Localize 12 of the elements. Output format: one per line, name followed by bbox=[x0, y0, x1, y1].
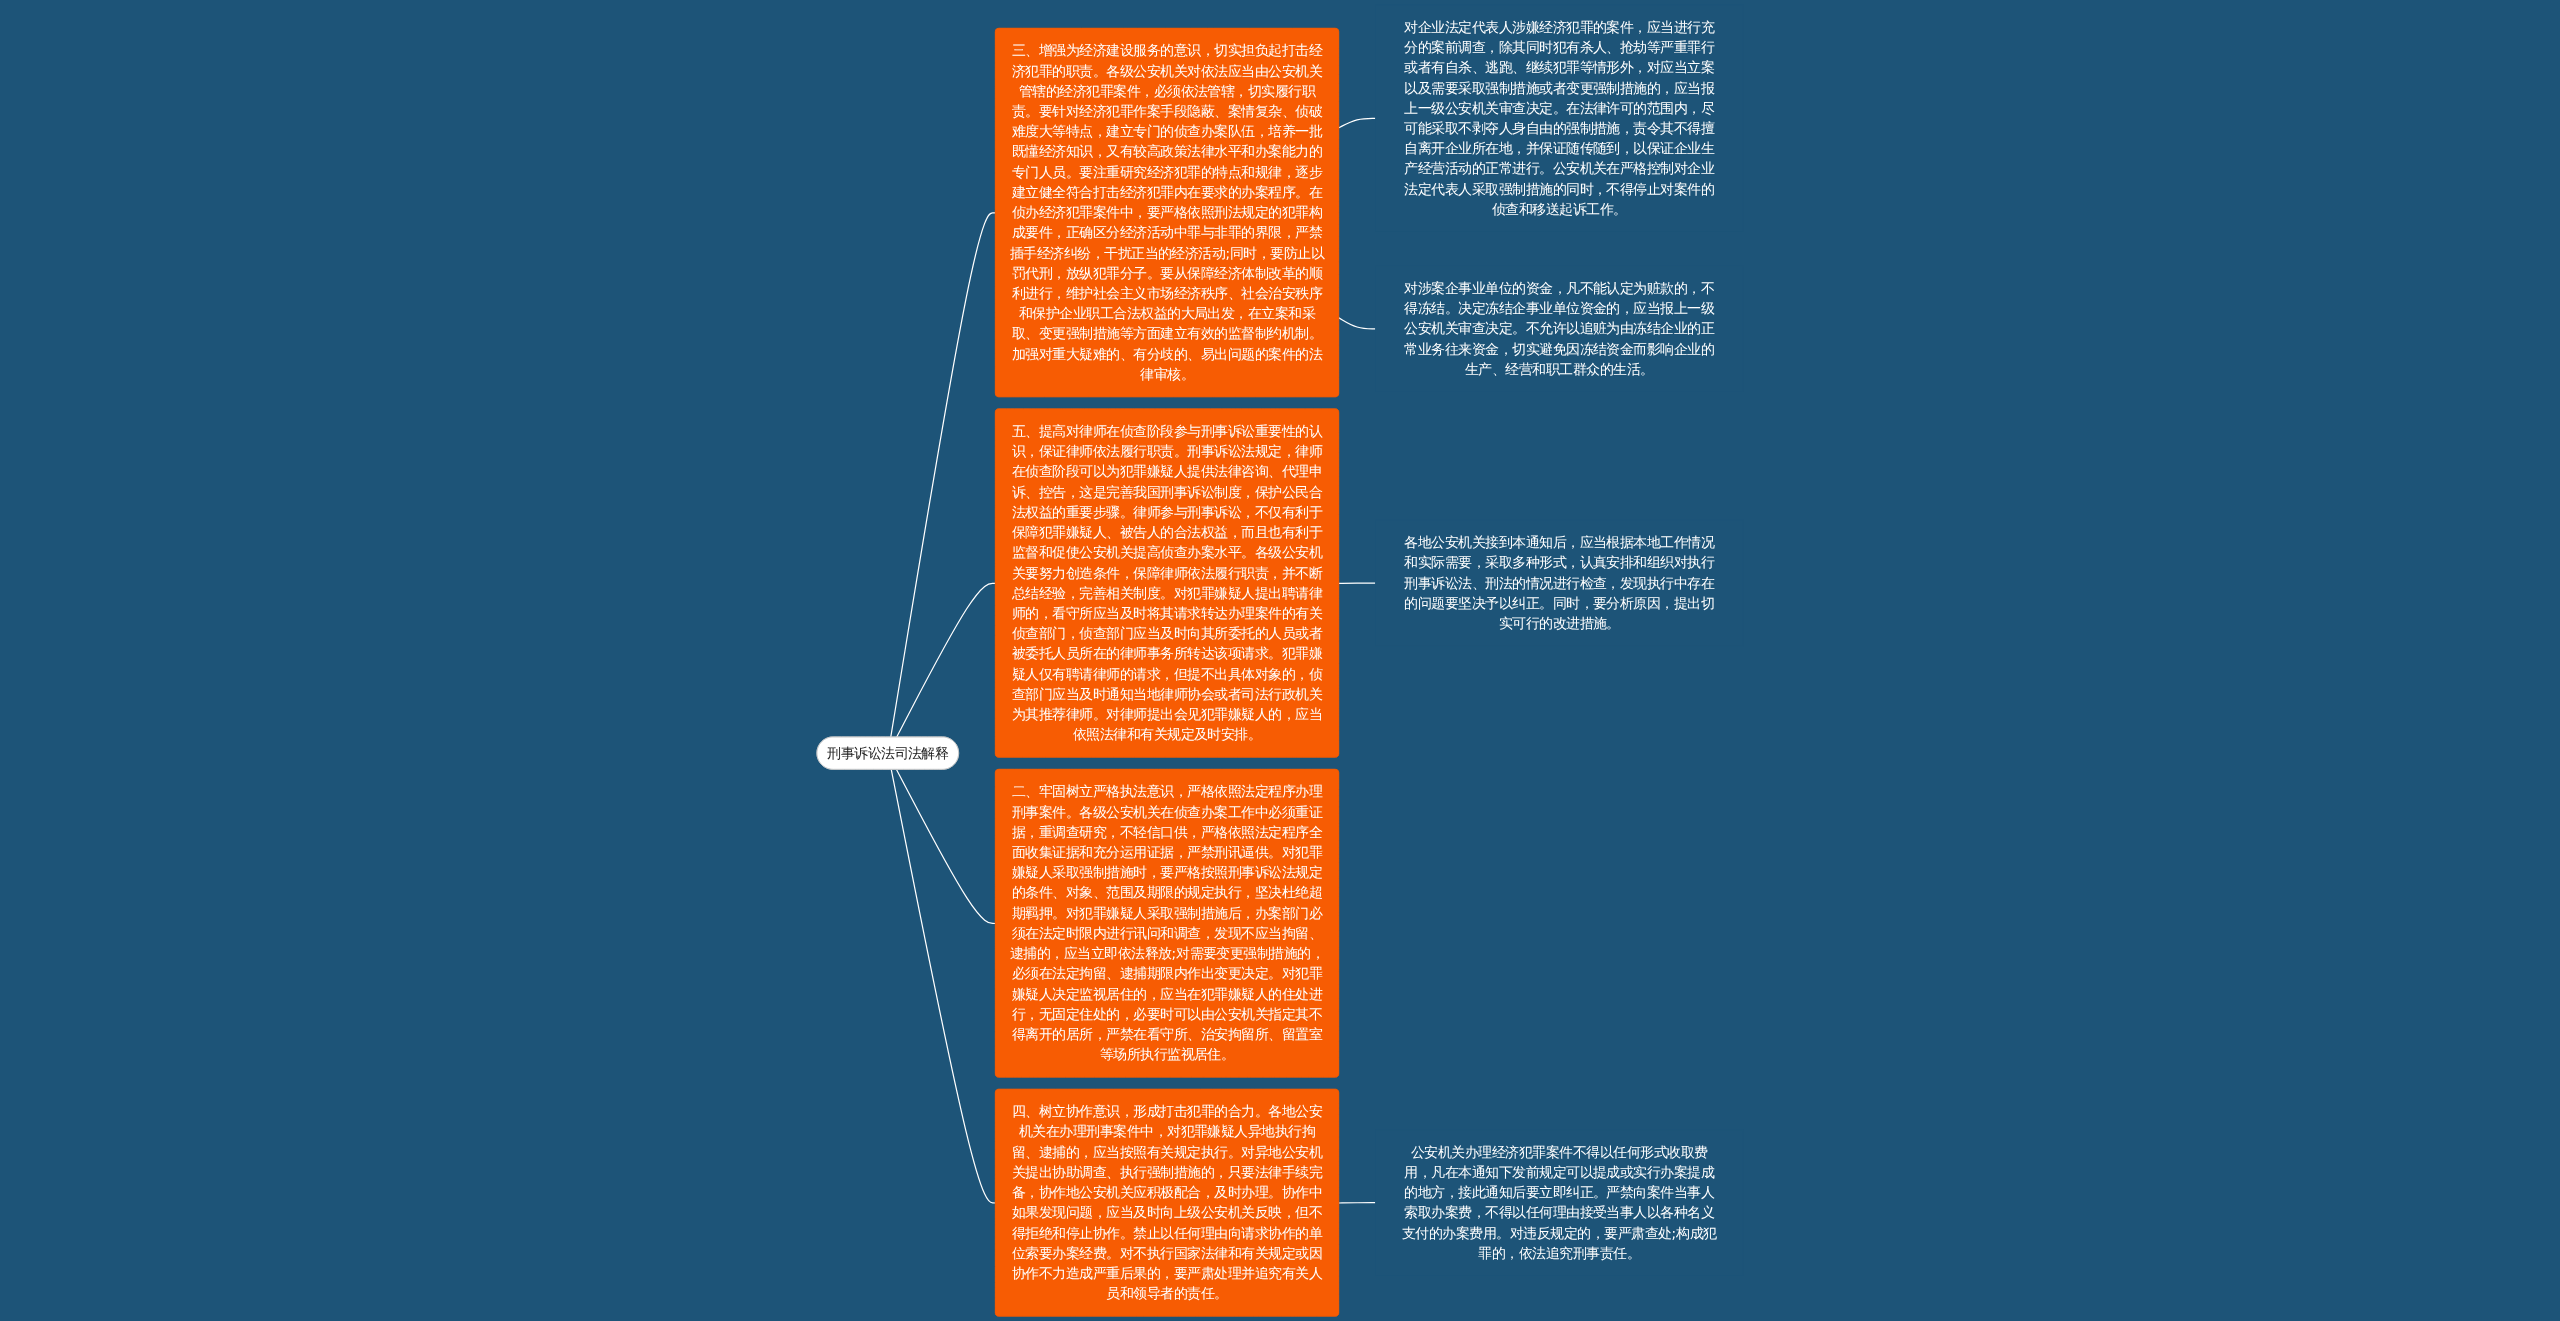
connector bbox=[1338, 117, 1376, 129]
connector bbox=[890, 769, 997, 1204]
connector bbox=[1338, 1202, 1376, 1204]
node-text: 公安机关办理经济犯罪案件不得以任何形式收取费用，凡在本通知下发前规定可以提成或实行办案提成的地方，接此通知后要立即纠正。严禁向案件当事人索取办案费，不得以任何理由接受当事人以各种名义支付的办案费用。对违反规定的，要严肃查处;构成犯罪的，依法追究刑事责任。 bbox=[1401, 1144, 1717, 1261]
connector bbox=[1338, 317, 1376, 330]
node-text: 对企业法定代表人涉嫌经济犯罪的案件，应当进行充分的案前调查，除其同时犯有杀人、抢劫等严重罪行或者有自杀、逃跑、继续犯罪等情形外，对应当立案以及需要采取强制措施或者变更强制措施的，应当报上一级公安机关审查决定。在法律许可的范围内，尽可能采取不剥夺人身自由的强制措施，责令其不得擅自离开企业所在地，并保证随传随到，以保证企业生产经营活动的正常进行。公安机关在严格控制对企业法定代表人采取强制措施的同时，不得停止对案件的侦查和移送起诉工作。 bbox=[1404, 19, 1715, 217]
connector bbox=[890, 212, 997, 738]
connector bbox=[1338, 582, 1376, 584]
connector bbox=[895, 769, 997, 925]
connector bbox=[895, 582, 997, 738]
node-text: 各地公安机关接到本通知后，应当根据本地工作情况和实际需要，采取多种形式，认真安排和组织对执行刑事诉讼法、刑法的情况进行检查，发现执行中存在的问题要坚决予以纠正。同时，要分析原因，提出切实可行的改进措施。 bbox=[1404, 534, 1715, 632]
node-text: 对涉案企事业单位的资金，凡不能认定为赃款的，不得冻结。决定冻结企事业单位资金的，应当报上一级公安机关审查决定。不允许以追赃为由冻结企业的正常业务往来资金，切实避免因冻结资金而影响企业的生产、经营和职工群众的生活。 bbox=[1404, 280, 1715, 377]
